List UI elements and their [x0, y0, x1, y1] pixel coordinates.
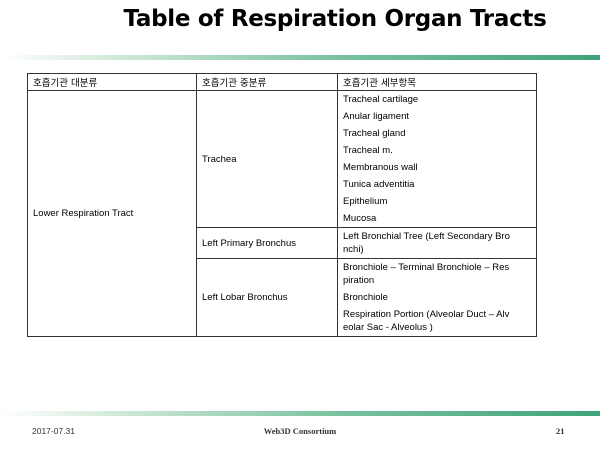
middle-category-cell: Left Lobar Bronchus: [196, 258, 338, 337]
header-middle-category: 호흡기관 중분류: [196, 73, 338, 91]
detail-item: Epithelium: [343, 196, 388, 207]
middle-category-cell: Left Primary Bronchus: [196, 227, 338, 259]
footer-divider: [0, 411, 600, 416]
detail-item: Tracheal m.: [343, 145, 393, 156]
detail-item: Bronchiole: [343, 292, 388, 303]
detail-item: Bronchiole – Terminal Bronchiole – Res p…: [343, 262, 510, 286]
page-number: 21: [556, 426, 565, 436]
table-header-row: 호흡기관 대분류 호흡기관 중분류 호흡기관 세부항목: [27, 73, 537, 91]
detail-item: Left Bronchial Tree (Left Secondary Bro …: [343, 231, 510, 255]
detail-item: Membranous wall: [343, 162, 418, 173]
detail-item: Tracheal gland: [343, 128, 406, 139]
footer-organization: Web3D Consortium: [263, 426, 337, 436]
detail-item: Tunica adventitia: [343, 179, 415, 190]
detail-items-cell: Bronchiole – Terminal Bronchiole – Res p…: [337, 258, 537, 337]
detail-items-cell: Tracheal cartilage Anular ligament Trach…: [337, 90, 537, 228]
detail-item: Mucosa: [343, 213, 377, 224]
major-category-cell: Lower Respiration Tract: [27, 90, 197, 337]
slide-title: Table of Respiration Organ Tracts: [123, 6, 547, 32]
header-detail-items: 호흡기관 세부항목: [337, 73, 537, 91]
middle-category-cell: Trachea: [196, 90, 338, 228]
detail-item: Anular ligament: [343, 111, 410, 122]
detail-items-cell: Left Bronchial Tree (Left Secondary Bro …: [337, 227, 537, 259]
table-row: Left Lobar Bronchus Bronchiole – Termina…: [28, 258, 537, 337]
table-row: Lower Respiration Tract Trachea Tracheal…: [27, 90, 537, 337]
header-major-category: 호흡기관 대분류: [27, 73, 197, 91]
detail-item: Tracheal cartilage: [343, 94, 419, 105]
organ-tract-table: 호흡기관 대분류 호흡기관 중분류 호흡기관 세부항목 Lower Respir…: [27, 73, 537, 337]
footer-date: 2017-07.31: [32, 426, 76, 436]
title-divider: [0, 55, 600, 60]
detail-item: Respiration Portion (Alveolar Duct – Alv…: [343, 309, 510, 333]
organ-table-container: 호흡기관 대분류 호흡기관 중분류 호흡기관 세부항목 Lower Respir…: [27, 73, 537, 337]
